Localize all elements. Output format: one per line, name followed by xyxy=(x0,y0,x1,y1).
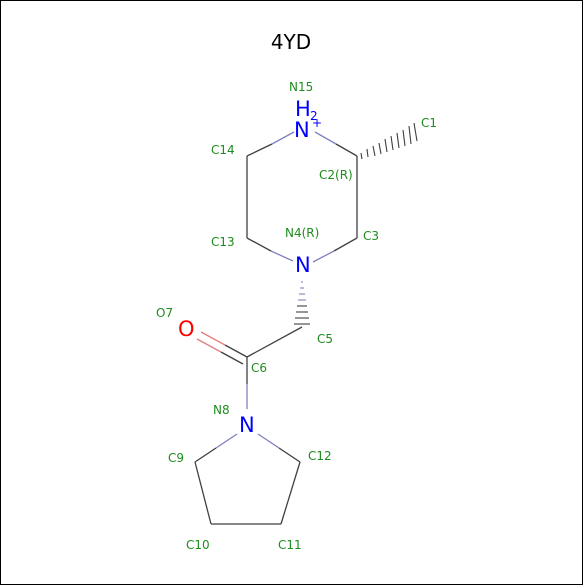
bond-c5-c6 xyxy=(246,326,303,358)
atom-labels: N15 C1 C14 C2(R) C13 N4(R) C3 O7 C5 C6 N… xyxy=(156,80,437,552)
label-n4: N4(R) xyxy=(285,226,319,240)
atom-n4-symbol: N xyxy=(295,253,311,277)
bond-n8-c9 xyxy=(215,433,238,449)
bond-c11-c12 xyxy=(280,461,301,525)
bond-n8-c12-b xyxy=(278,447,301,463)
bond-c6-o7-b xyxy=(220,351,244,365)
bond-c6-o7-a2 xyxy=(200,331,226,346)
bond-c13-n4 xyxy=(246,237,272,252)
label-c12: C12 xyxy=(308,449,332,463)
bond-n8-c12 xyxy=(257,433,280,449)
bond-n15-c14 xyxy=(271,131,295,145)
atom-n8-symbol: N xyxy=(239,413,255,437)
atom-n15-charge: + xyxy=(312,116,322,130)
label-c13: C13 xyxy=(211,235,235,249)
bond-n15-c2 xyxy=(314,131,337,145)
label-c5: C5 xyxy=(317,332,333,346)
label-c1: C1 xyxy=(421,116,437,130)
atom-o7-symbol: O xyxy=(178,317,195,341)
label-c6: C6 xyxy=(251,361,267,375)
label-n8: N8 xyxy=(213,403,230,417)
bond-c13-n4-b xyxy=(270,250,294,262)
bonds xyxy=(194,131,358,525)
label-n15: N15 xyxy=(289,80,313,94)
element-symbols: N H 2 + N N O xyxy=(178,97,322,437)
atom-n15-hydrogen-count: 2 xyxy=(310,109,318,123)
label-c9: C9 xyxy=(168,451,184,465)
label-c2: C2(R) xyxy=(319,168,353,182)
bond-c3-n4-b xyxy=(312,250,335,263)
bond-n15-c14-b xyxy=(246,143,273,157)
bond-n8-c9-b xyxy=(194,447,217,463)
bond-c6-o7-b2 xyxy=(196,338,222,353)
atom-n15-hydrogen: H xyxy=(295,97,311,121)
label-c14: C14 xyxy=(211,143,235,157)
bond-n15-c2-b xyxy=(335,143,358,157)
label-c3: C3 xyxy=(363,229,379,243)
bond-c3-n4 xyxy=(333,237,358,252)
diagram-title: 4YD xyxy=(271,30,311,54)
bond-c6-o7-a xyxy=(224,344,248,358)
label-c11: C11 xyxy=(278,538,302,552)
hashed-wedge-c2-c1 xyxy=(360,122,418,160)
atom-n15-symbol: N xyxy=(294,118,310,142)
bond-c9-c10 xyxy=(194,461,212,525)
label-o7: O7 xyxy=(156,306,173,320)
hashed-wedge-c5-n4 xyxy=(294,281,310,325)
label-c10: C10 xyxy=(186,538,210,552)
